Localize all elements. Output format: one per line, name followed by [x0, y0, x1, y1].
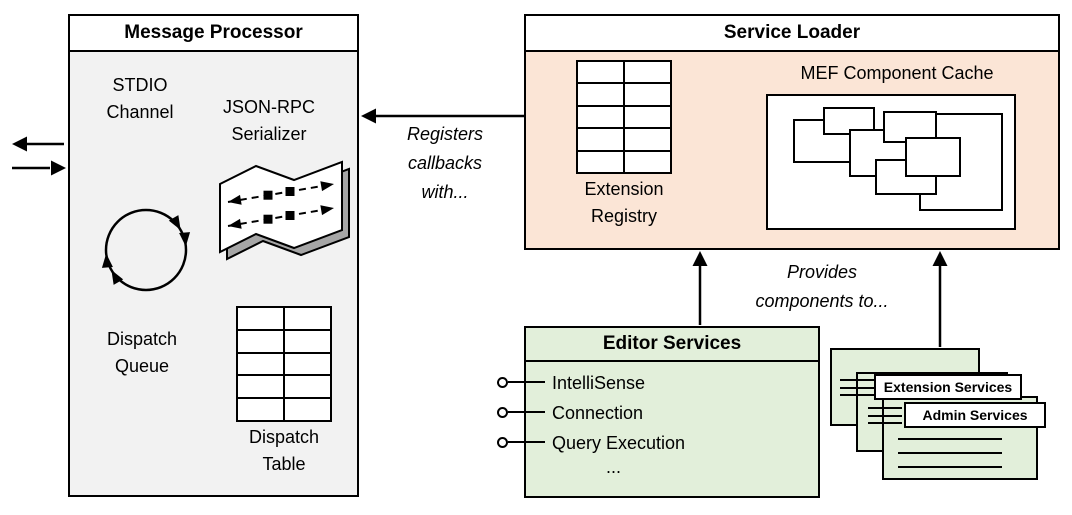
editor-services-to-service-loader-arrow	[692, 251, 708, 325]
editor-services-box: Editor Services IntelliSense Connection …	[524, 326, 820, 498]
message-processor-title: Message Processor	[70, 16, 357, 52]
mef-component-cache-box	[766, 94, 1016, 230]
provides-components-label: Provides components to...	[755, 262, 889, 311]
interface-circle-icon	[497, 437, 508, 448]
services-to-service-loader-arrow	[932, 251, 948, 347]
text-lines-icon	[868, 407, 902, 424]
interface-circle-icon	[497, 377, 508, 388]
interface-circle-icon	[497, 407, 508, 418]
registers-callbacks-label: Registers callbacks with...	[406, 124, 484, 202]
cycle-arrows-icon	[101, 208, 191, 292]
extension-services-card-title: Extension Services	[874, 374, 1022, 400]
extension-registry-label: Extension Registry	[584, 179, 664, 226]
interface-lollipop-query-execution	[497, 437, 545, 449]
admin-services-card-title: Admin Services	[904, 402, 1046, 428]
interface-lollipop-intellisense	[497, 377, 545, 389]
editor-service-item-intellisense: IntelliSense	[552, 373, 646, 393]
message-processor-box: Message Processor STDIO Channel JSON-RPC…	[68, 14, 359, 497]
extension-registry-grid-icon	[576, 60, 672, 174]
dispatch-table-grid-icon	[236, 306, 332, 422]
component-cluster-icon	[793, 107, 1003, 211]
stdio-in-arrow	[12, 160, 66, 176]
editor-service-item-ellipsis: ...	[606, 457, 622, 477]
mef-component-cache-label: MEF Component Cache	[800, 63, 994, 83]
ribbon-flow-icon	[219, 160, 350, 261]
text-lines-icon	[898, 438, 1002, 468]
service-loader-title: Service Loader	[526, 16, 1058, 52]
editor-services-title: Editor Services	[526, 328, 818, 362]
editor-service-item-query-execution: Query Execution	[552, 433, 686, 453]
editor-service-item-connection: Connection	[552, 403, 644, 423]
stdio-channel-label: STDIO Channel	[106, 75, 174, 122]
dispatch-queue-label: Dispatch Queue	[106, 329, 178, 376]
text-lines-icon	[840, 379, 874, 396]
service-loader-box: Service Loader Extension Registry MEF Co…	[524, 14, 1060, 250]
stdio-out-arrow	[12, 136, 64, 152]
interface-lollipop-connection	[497, 407, 545, 419]
json-rpc-serializer-label: JSON-RPC Serializer	[222, 97, 315, 144]
dispatch-table-label: Dispatch Table	[248, 427, 320, 474]
